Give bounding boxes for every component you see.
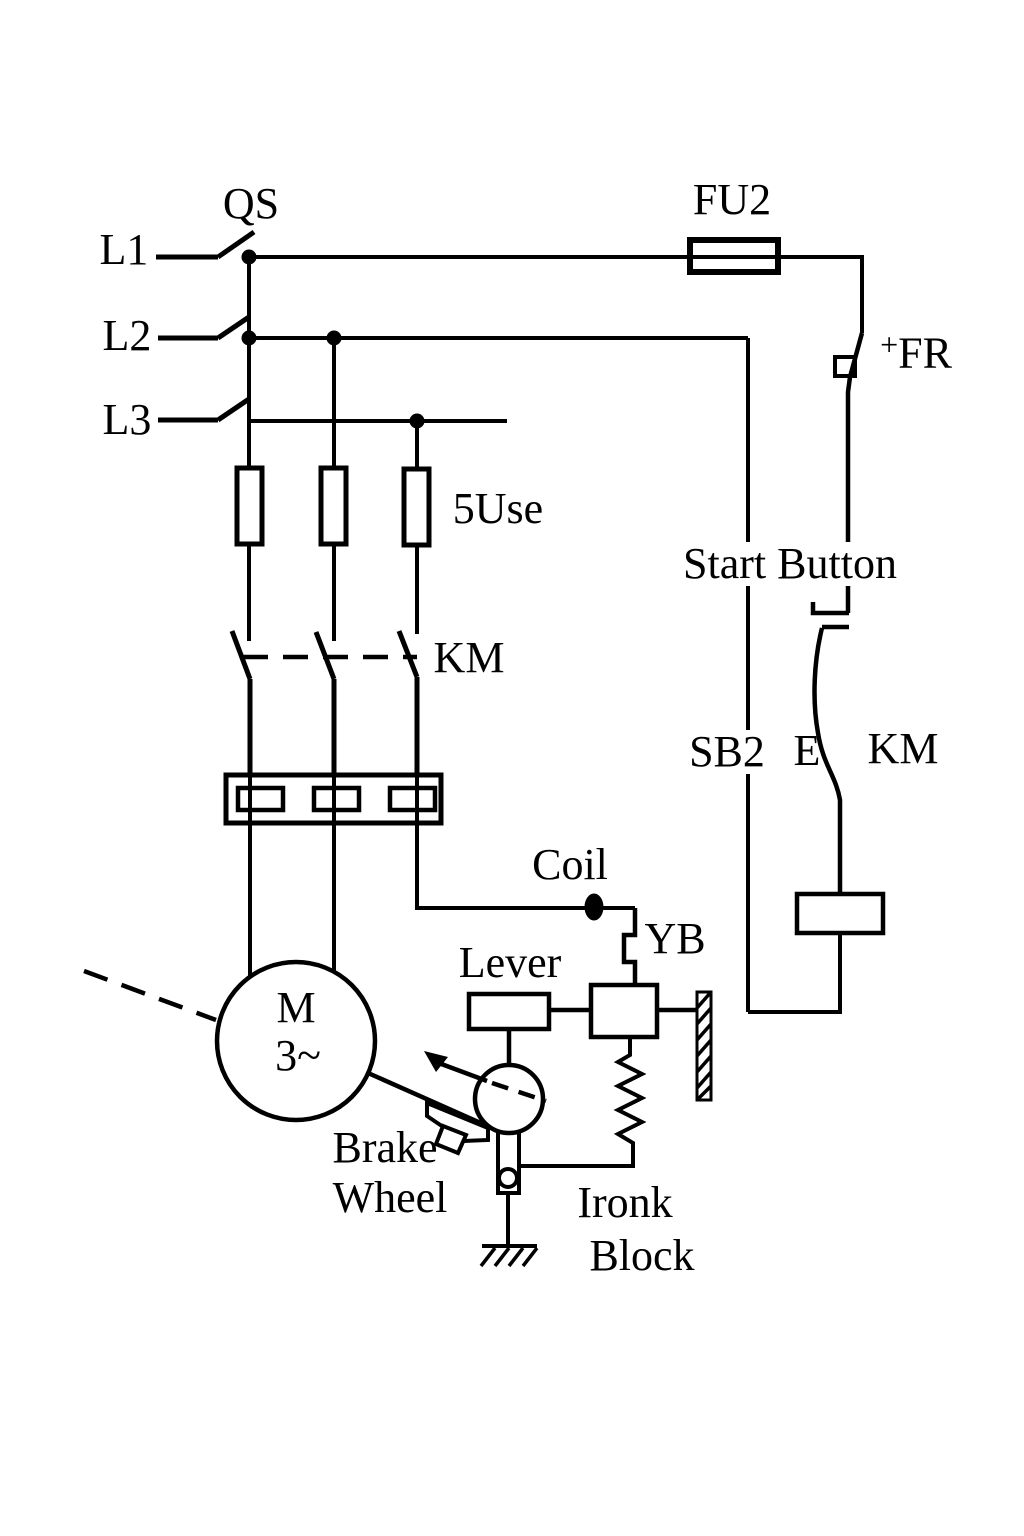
lever-bar [466,991,552,1032]
motor [83,959,378,1123]
rotation-arrow-line [435,1059,488,1084]
label-motor-m: M [276,983,316,1032]
rotation-dash [491,1080,547,1104]
ground-symbol [479,1244,539,1268]
label-fr-plus: + [880,326,899,363]
start-button-contact [810,602,849,894]
brake-shoe [425,1100,490,1144]
label-e: E [793,726,821,775]
label-km-main: KM [433,633,505,682]
fuse-bank [234,338,432,641]
brake-mechanism [367,1029,547,1268]
label-fr: +FR [880,326,952,378]
coil-dot [584,893,604,921]
label-iron: Ironk [577,1178,673,1227]
label-fu2: FU2 [692,175,772,224]
yb-electromagnet [549,908,697,1040]
label-block: Block [589,1231,695,1280]
fixed-wall [695,990,713,1102]
km-coil [746,338,886,1014]
junction-dots [241,249,425,429]
label-l2: L2 [102,311,152,360]
spring [520,1037,647,1168]
arm-pivot [497,1167,519,1189]
rotation-arrow-head [424,1051,448,1072]
brake-shoe-tab [433,1123,469,1156]
label-lever: Lever [458,938,562,987]
fr-contact [833,332,865,613]
label-fuse-bank: 5Use [452,484,544,533]
fuse-fu2 [687,237,781,275]
label-coil: Coil [532,840,608,889]
label-brake: Brake [332,1123,438,1172]
label-motor-phases: 3~ [275,1031,321,1080]
label-l3: L3 [102,395,152,444]
thermal-overload [223,772,635,982]
label-wheel: Wheel [332,1173,448,1222]
label-qs: QS [222,179,280,228]
qs-switch [156,229,256,423]
label-km-aux: KM [867,724,939,773]
km-main-contacts [229,630,420,775]
label-l1: L1 [99,225,149,274]
label-start-button: Start Button [677,542,903,586]
brake-wheel-circle [472,1062,546,1136]
label-yb: YB [644,914,706,963]
label-sb2: SB2 [683,730,771,774]
